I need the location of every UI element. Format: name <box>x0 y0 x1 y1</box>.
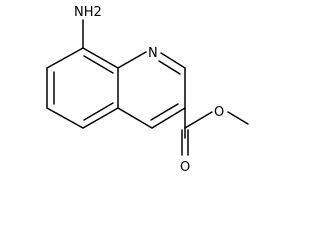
bond-c3-ester-link <box>184 111 213 129</box>
bond-c3-c4 <box>151 107 186 129</box>
bond-n1-c2 <box>160 52 186 69</box>
bond-c4-c4a <box>117 107 153 129</box>
bond-c3-c4-inner <box>150 103 179 121</box>
bond-c8a-c8-inner <box>83 55 114 74</box>
ester-oxygen-label: O <box>214 105 224 120</box>
bond-c8-c7 <box>46 47 84 69</box>
bond-c5-c4a-inner <box>83 102 114 121</box>
bond-c8a-c8 <box>82 47 119 69</box>
amine-label: NH2 <box>74 5 102 20</box>
bond-ester-o-methyl <box>227 111 249 125</box>
bond-c8a-n1 <box>117 51 147 69</box>
bond-n1-c2-inner <box>158 60 181 75</box>
carbonyl-oxygen-label: O <box>180 160 190 175</box>
bond-c6-c5 <box>46 107 84 129</box>
chemical-structure: NH2 N O O <box>46 5 249 175</box>
bond-c5-c4a <box>82 107 119 129</box>
ring-nitrogen-label: N <box>148 46 158 61</box>
